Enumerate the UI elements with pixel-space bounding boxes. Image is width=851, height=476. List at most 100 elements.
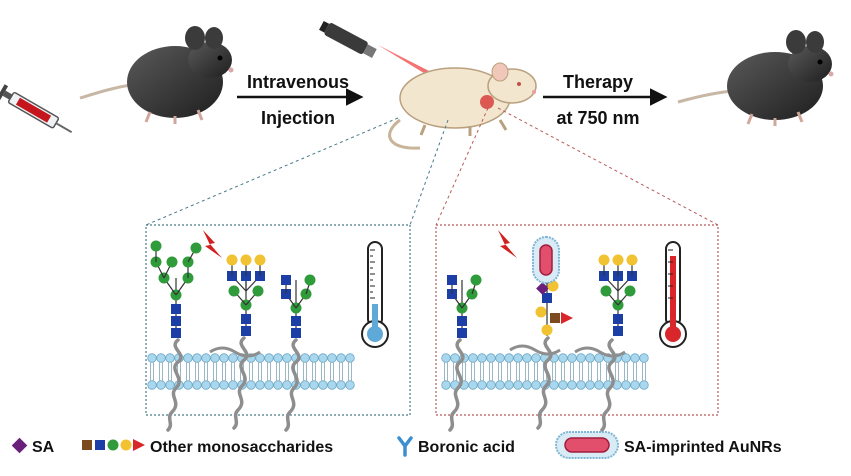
glycoprotein-chain	[284, 338, 301, 432]
lipid-head	[273, 353, 283, 363]
panel-right-tumor-tissue	[435, 224, 719, 416]
therapy-step: Therapy at 750 nm	[543, 72, 668, 128]
lipid-head	[594, 353, 604, 363]
black-mouse-after-icon	[677, 30, 834, 126]
glycoprotein-chain	[232, 336, 249, 430]
lipid-head	[246, 380, 256, 390]
lipid-head	[228, 380, 238, 390]
lipid-head	[336, 353, 346, 363]
lipid-head	[219, 353, 229, 363]
legend-red-triangle	[133, 439, 145, 451]
glycan-square-unit	[613, 326, 623, 336]
protein-strand	[509, 344, 561, 356]
lipid-head	[165, 353, 175, 363]
sa-imprinted-aunr	[532, 236, 560, 284]
lipid-bilayer-left	[147, 353, 355, 390]
lipid-head	[468, 353, 478, 363]
glycan-circle-unit	[240, 254, 252, 266]
glycan-square-unit	[550, 313, 560, 323]
glycan-square-unit	[291, 328, 301, 338]
glycan-square-unit	[457, 328, 467, 338]
lipid-head	[558, 353, 568, 363]
lipid-head	[594, 380, 604, 390]
glycan-circle-unit	[541, 324, 553, 336]
lipid-head	[621, 380, 631, 390]
glycan-circle-unit	[624, 285, 636, 297]
lipid-head	[477, 353, 487, 363]
lipid-head	[336, 380, 346, 390]
lipid-head	[531, 353, 541, 363]
glycan-circle-unit	[612, 254, 624, 266]
glycan-triangle-unit	[561, 312, 573, 324]
lipid-head	[273, 380, 283, 390]
lipid-head	[318, 353, 328, 363]
glycan-square-unit	[291, 316, 301, 326]
lipid-head	[210, 380, 220, 390]
lipid-head	[318, 380, 328, 390]
lipid-head	[504, 353, 514, 363]
glycoprotein-chain	[448, 338, 465, 432]
lipid-head	[486, 353, 496, 363]
lipid-head	[630, 353, 640, 363]
lipid-head	[477, 380, 487, 390]
lipid-head	[165, 380, 175, 390]
lipid-head	[639, 380, 649, 390]
legend-blue-square	[95, 440, 105, 450]
lipid-head	[585, 353, 595, 363]
lipid-head	[576, 353, 586, 363]
lipid-head	[309, 380, 319, 390]
aunr-legend-icon	[555, 431, 619, 459]
lipid-head	[156, 353, 166, 363]
lipid-head	[264, 353, 274, 363]
lipid-head	[156, 380, 166, 390]
lipid-head	[495, 353, 505, 363]
legend-green-circle	[107, 439, 119, 451]
lipid-head	[210, 353, 220, 363]
lipid-head	[621, 353, 631, 363]
legend-other-label: Other monosaccharides	[150, 439, 333, 456]
boronic-acid-icon	[397, 436, 413, 457]
legend-yellow-circle	[120, 439, 132, 451]
lipid-head	[513, 380, 523, 390]
lipid-head	[567, 353, 577, 363]
glycoprotein-chain	[166, 338, 183, 432]
thermometer-cool-icon	[361, 241, 389, 348]
glycan-circle-unit	[598, 254, 610, 266]
lipid-head	[576, 380, 586, 390]
glycan-circle-unit	[190, 242, 202, 254]
lightning-icon	[203, 230, 222, 258]
lipid-head	[630, 380, 640, 390]
lipid-head	[255, 380, 265, 390]
lipid-head	[192, 380, 202, 390]
lipid-head	[327, 353, 337, 363]
glycan-circle-unit	[254, 254, 266, 266]
lipid-head	[300, 353, 310, 363]
glycan-circle-unit	[228, 285, 240, 297]
legend: SA Other monosaccharides Boronic acid SA…	[11, 431, 782, 459]
glycan-square-unit	[171, 316, 181, 326]
panel-left-normal-tissue	[145, 224, 411, 416]
lipid-head	[201, 353, 211, 363]
glycan-square-unit	[171, 304, 181, 314]
glycan-square-unit	[281, 275, 291, 285]
black-mouse-before-icon	[79, 26, 234, 124]
glycan-circle-unit	[150, 240, 162, 252]
lipid-head	[300, 380, 310, 390]
lipid-head	[441, 353, 451, 363]
legend-sa-diamond	[11, 437, 28, 454]
lightning-icon	[498, 230, 517, 258]
glycan-square-unit	[542, 293, 552, 303]
lipid-head	[192, 353, 202, 363]
glycan-circle-unit	[626, 254, 638, 266]
lipid-head	[558, 380, 568, 390]
glycan-circle-unit	[166, 256, 178, 268]
glycan-square-unit	[613, 314, 623, 324]
syringe-icon	[0, 84, 73, 134]
lipid-head	[219, 380, 229, 390]
therapy-label-line2: at 750 nm	[556, 108, 639, 128]
lipid-head	[228, 353, 238, 363]
glycan-structures	[150, 240, 638, 432]
lipid-head	[345, 380, 355, 390]
glycan-square-unit	[457, 316, 467, 326]
